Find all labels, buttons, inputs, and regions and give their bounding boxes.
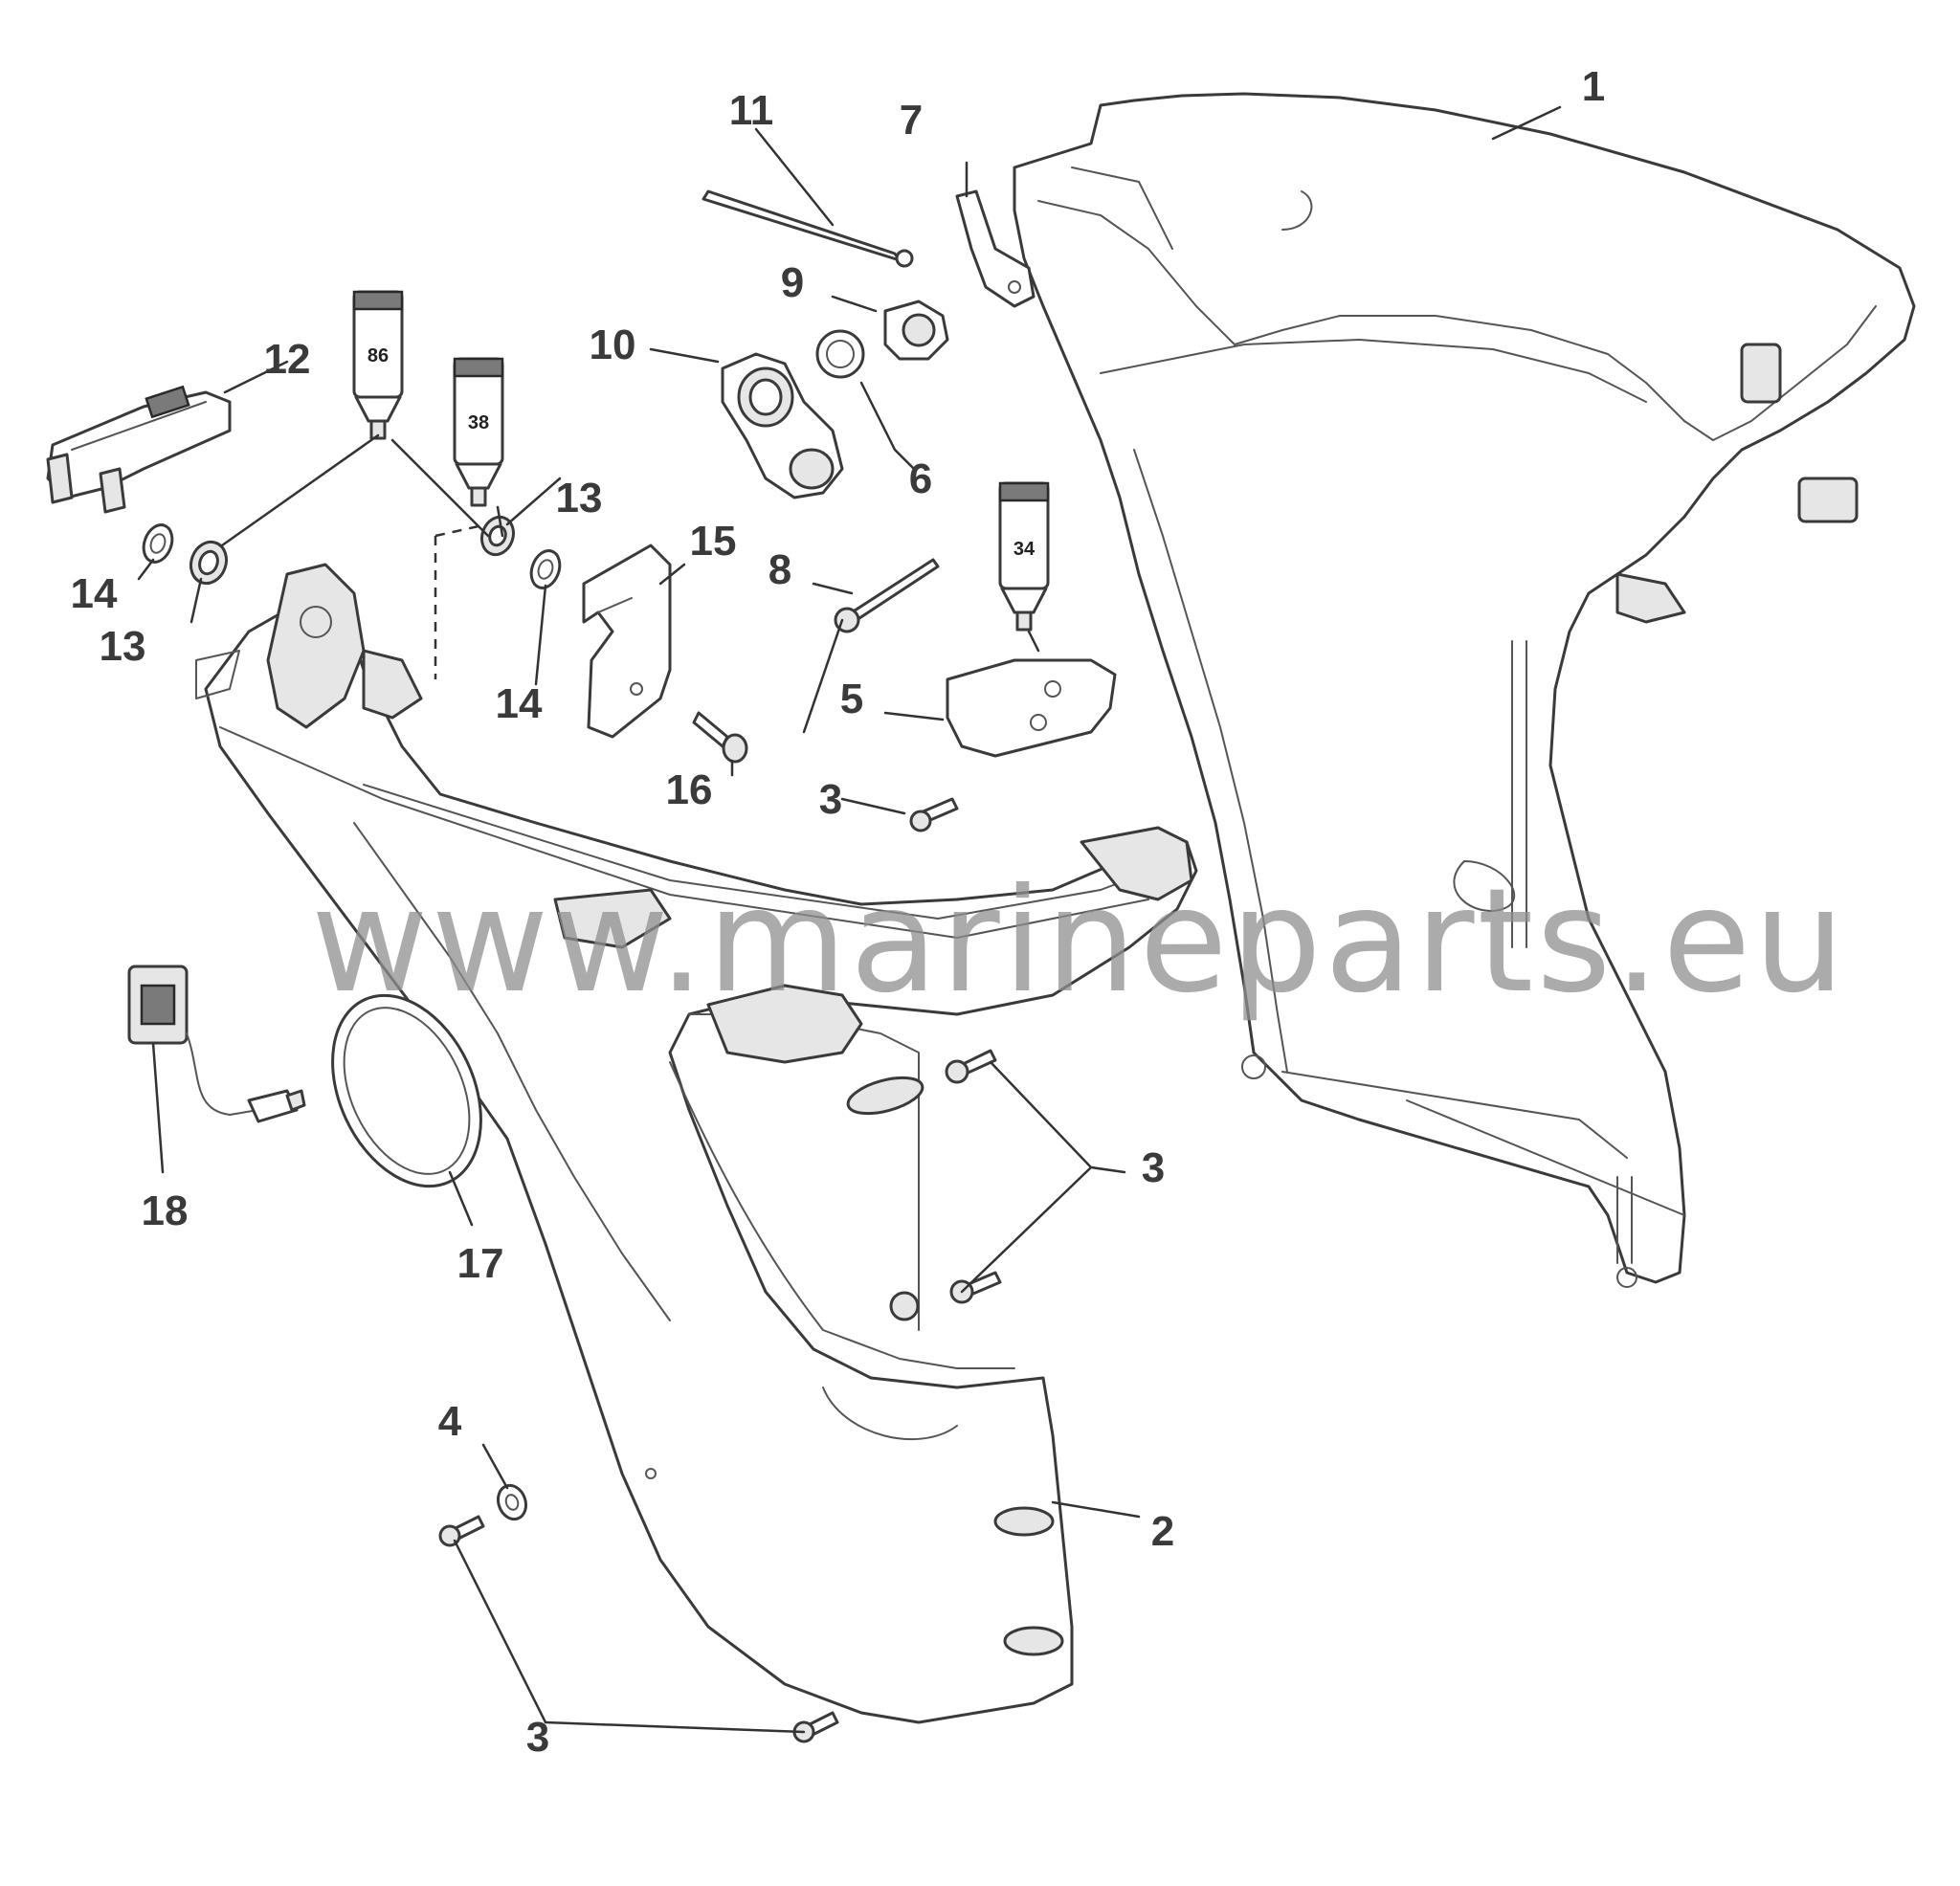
callout-7: 7	[900, 97, 923, 144]
part-2-lower-cowl	[195, 563, 1198, 1724]
part-10-grommet-plate	[721, 352, 844, 499]
callout-14-center: 14	[496, 680, 543, 727]
callout-8: 8	[768, 546, 791, 593]
part-13-plug-left	[189, 540, 229, 586]
callout-17: 17	[457, 1240, 504, 1287]
callout-4: 4	[438, 1398, 462, 1445]
part-7-bracket	[955, 189, 1036, 308]
part-14-washer-center	[529, 549, 562, 589]
tube-3-label: 34	[1013, 539, 1036, 560]
callout-3-right: 3	[1142, 1144, 1165, 1191]
part-17-oval-cover	[331, 993, 482, 1188]
callout-14-left: 14	[71, 570, 118, 617]
callout-1: 1	[1582, 63, 1605, 110]
adhesive-tube-3-icon: 34	[998, 481, 1050, 632]
part-3-screw-d	[438, 1515, 485, 1547]
part-8-long-bolt	[834, 558, 940, 633]
part-5-cover	[946, 658, 1117, 758]
part-3-screw-a	[909, 797, 959, 832]
callout-16: 16	[666, 766, 713, 813]
callout-6: 6	[909, 455, 932, 502]
callout-13-left: 13	[100, 623, 146, 670]
part-4-washer	[496, 1483, 528, 1521]
part-16-bolt	[692, 711, 748, 764]
part-9-plug	[883, 300, 949, 361]
part-3-screw-e	[792, 1711, 839, 1743]
callout-3-bottom: 3	[526, 1714, 549, 1761]
callout-11: 11	[729, 87, 774, 134]
part-18-switch	[127, 965, 306, 1123]
part-14-washer-left	[142, 523, 174, 564]
part-1-upper-cowl	[1013, 92, 1916, 1288]
callout-18: 18	[142, 1187, 189, 1234]
callout-15: 15	[690, 518, 737, 565]
part-12-handle	[46, 385, 232, 514]
callout-5: 5	[840, 676, 863, 722]
callout-3-top: 3	[819, 776, 842, 823]
callout-13-right: 13	[556, 475, 603, 521]
part-3-screw-b	[945, 1049, 997, 1084]
leader-lines	[137, 105, 1562, 1734]
part-15-plate	[582, 544, 672, 739]
part-6-washer	[815, 329, 865, 379]
callout-9: 9	[781, 259, 804, 306]
adhesive-tube-2-icon: 38	[453, 357, 504, 507]
tube-2-label: 38	[468, 412, 489, 433]
callout-12: 12	[264, 336, 311, 383]
watermark-text: www.marineparts.eu	[311, 858, 1848, 1025]
callout-2: 2	[1151, 1508, 1174, 1555]
part-11-cable-tie	[702, 189, 914, 268]
tube-1-label: 86	[368, 345, 389, 366]
callout-10: 10	[590, 322, 636, 368]
callout-labels: 1 2 3 3 3 3 4 5 6 7 8 9 10 11 12 13 13 1…	[71, 63, 1606, 1761]
adhesive-tube-1-icon: 86	[352, 290, 404, 440]
